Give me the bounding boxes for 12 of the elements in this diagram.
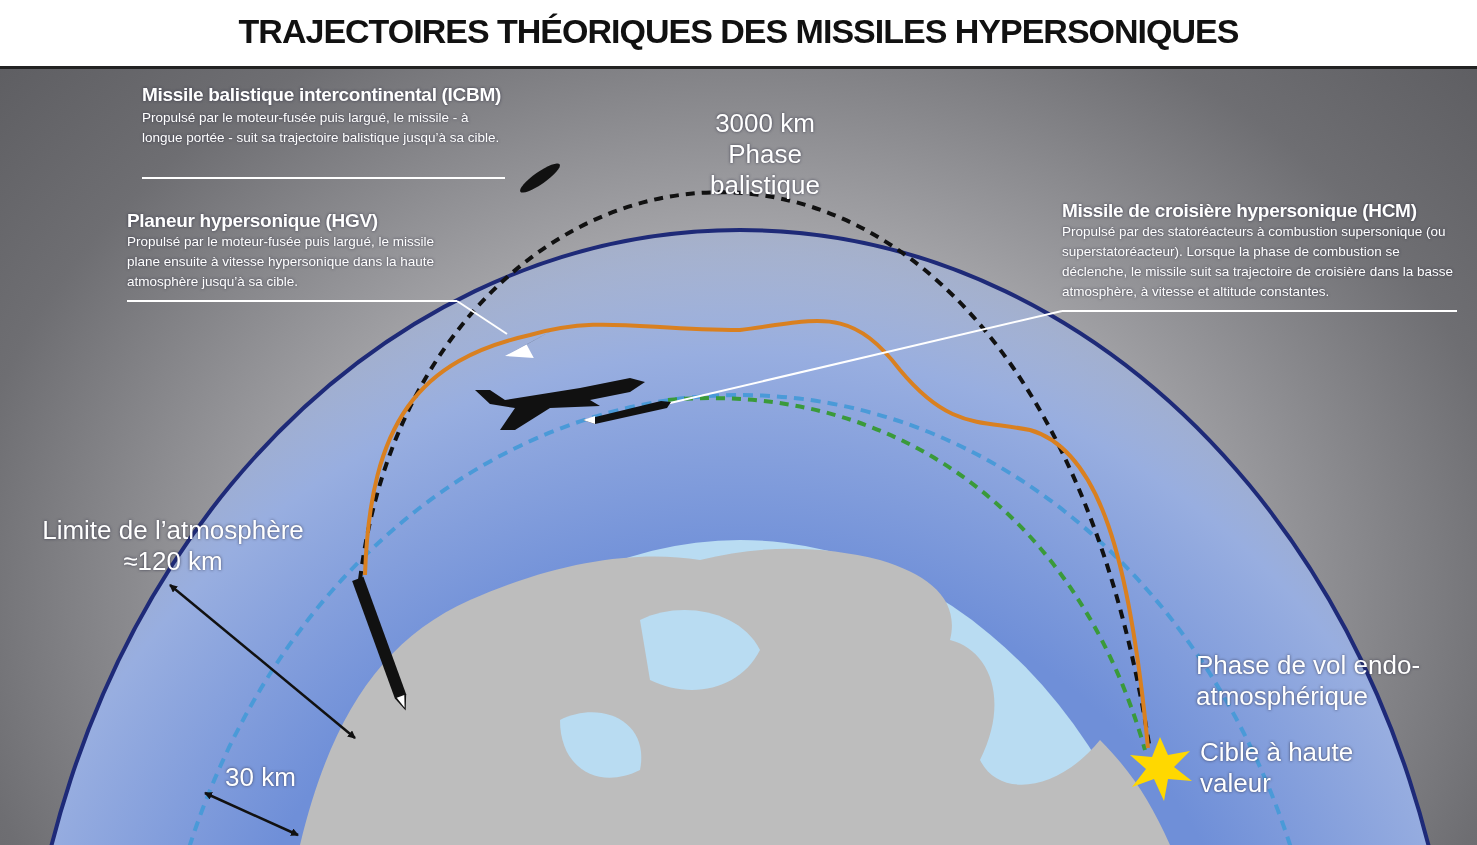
title: TRAJECTOIRES THÉORIQUES DES MISSILES HYPERSONIQUES [0,0,1477,69]
section-heading: Missile de croisière hypersonique (HCM) [1062,200,1418,222]
leader-line [456,300,508,335]
phase-label: 3000 km Phase balistique [710,108,820,200]
leader-line [668,310,1063,405]
section-heading: Planeur hypersonique (HGV) [127,210,379,232]
target-label: Cible à haute valeur [1200,737,1354,798]
altitude-label: 30 km [225,762,296,792]
description-text: Propulsé par le moteur-fusée puis largué, le missile plane ensuite à vitesse hypersonique dans la haute atmosphère jusqu’à sa cible. [127,233,435,291]
description-text: Propulsé par le moteur-fusée puis largué, le missile - à longue portée - suit sa trajectoire balistique jusqu’à sa cible. [142,109,501,147]
section-heading: Missile balistique intercontinental (ICBM) [142,84,502,106]
description-text: Propulsé par des statoréacteurs à combustion supersonique (ou superstatoréacteur). Lorsque la phase de combustion se déclenche, le missile suit sa trajectoire de croisière dans la basse atmosphère, à vitesse et altitude constantes. [1062,223,1454,301]
